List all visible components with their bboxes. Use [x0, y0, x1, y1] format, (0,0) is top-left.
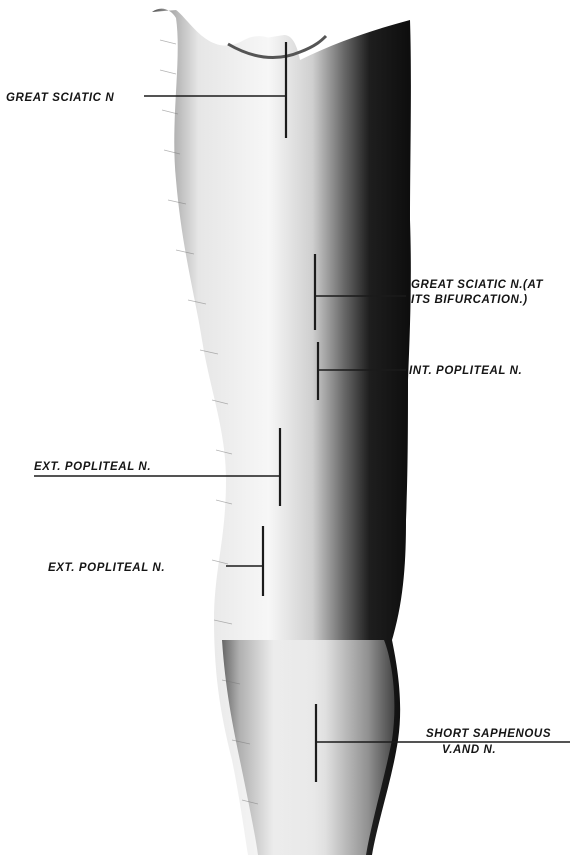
label-short-saphenous-line2: V.AND N. — [442, 744, 496, 756]
label-bifurcation-line1: GREAT SCIATIC N.(AT — [411, 279, 544, 291]
label-ext-popliteal-lower: EXT. POPLITEAL N. — [48, 562, 165, 574]
label-great-sciatic: GREAT SCIATIC N — [6, 92, 114, 104]
label-ext-popliteal-upper: EXT. POPLITEAL N. — [34, 461, 151, 473]
label-int-popliteal: INT. POPLITEAL N. — [409, 365, 522, 377]
label-short-saphenous-line1: SHORT SAPHENOUS — [426, 728, 551, 740]
label-bifurcation-line2: ITS BIFURCATION.) — [411, 294, 528, 306]
